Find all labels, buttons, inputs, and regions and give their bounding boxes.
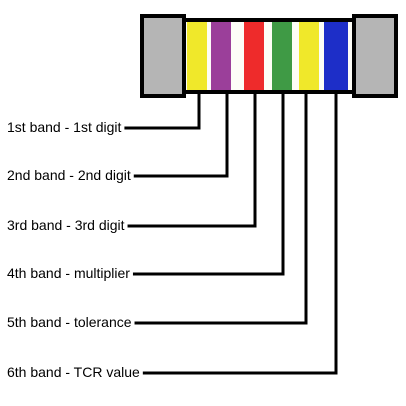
band-label-4: 4th band - multiplier — [7, 265, 130, 281]
band-3 — [244, 22, 264, 90]
band-label-2: 2nd band - 2nd digit — [7, 167, 131, 183]
band-6 — [324, 22, 348, 90]
band-4 — [272, 22, 292, 90]
band-label-1: 1st band - 1st digit — [7, 119, 122, 135]
band-label-5: 5th band - tolerance — [7, 314, 132, 330]
resistor-right-cap — [352, 14, 398, 98]
band-label-6: 6th band - TCR value — [7, 364, 140, 380]
band-2 — [211, 22, 231, 90]
band-1 — [187, 22, 207, 90]
resistor-left-cap — [140, 14, 186, 98]
color-bands — [187, 22, 348, 90]
band-5 — [299, 22, 319, 90]
leader-lines — [124, 92, 338, 375]
band-label-3: 3rd band - 3rd digit — [7, 217, 125, 233]
